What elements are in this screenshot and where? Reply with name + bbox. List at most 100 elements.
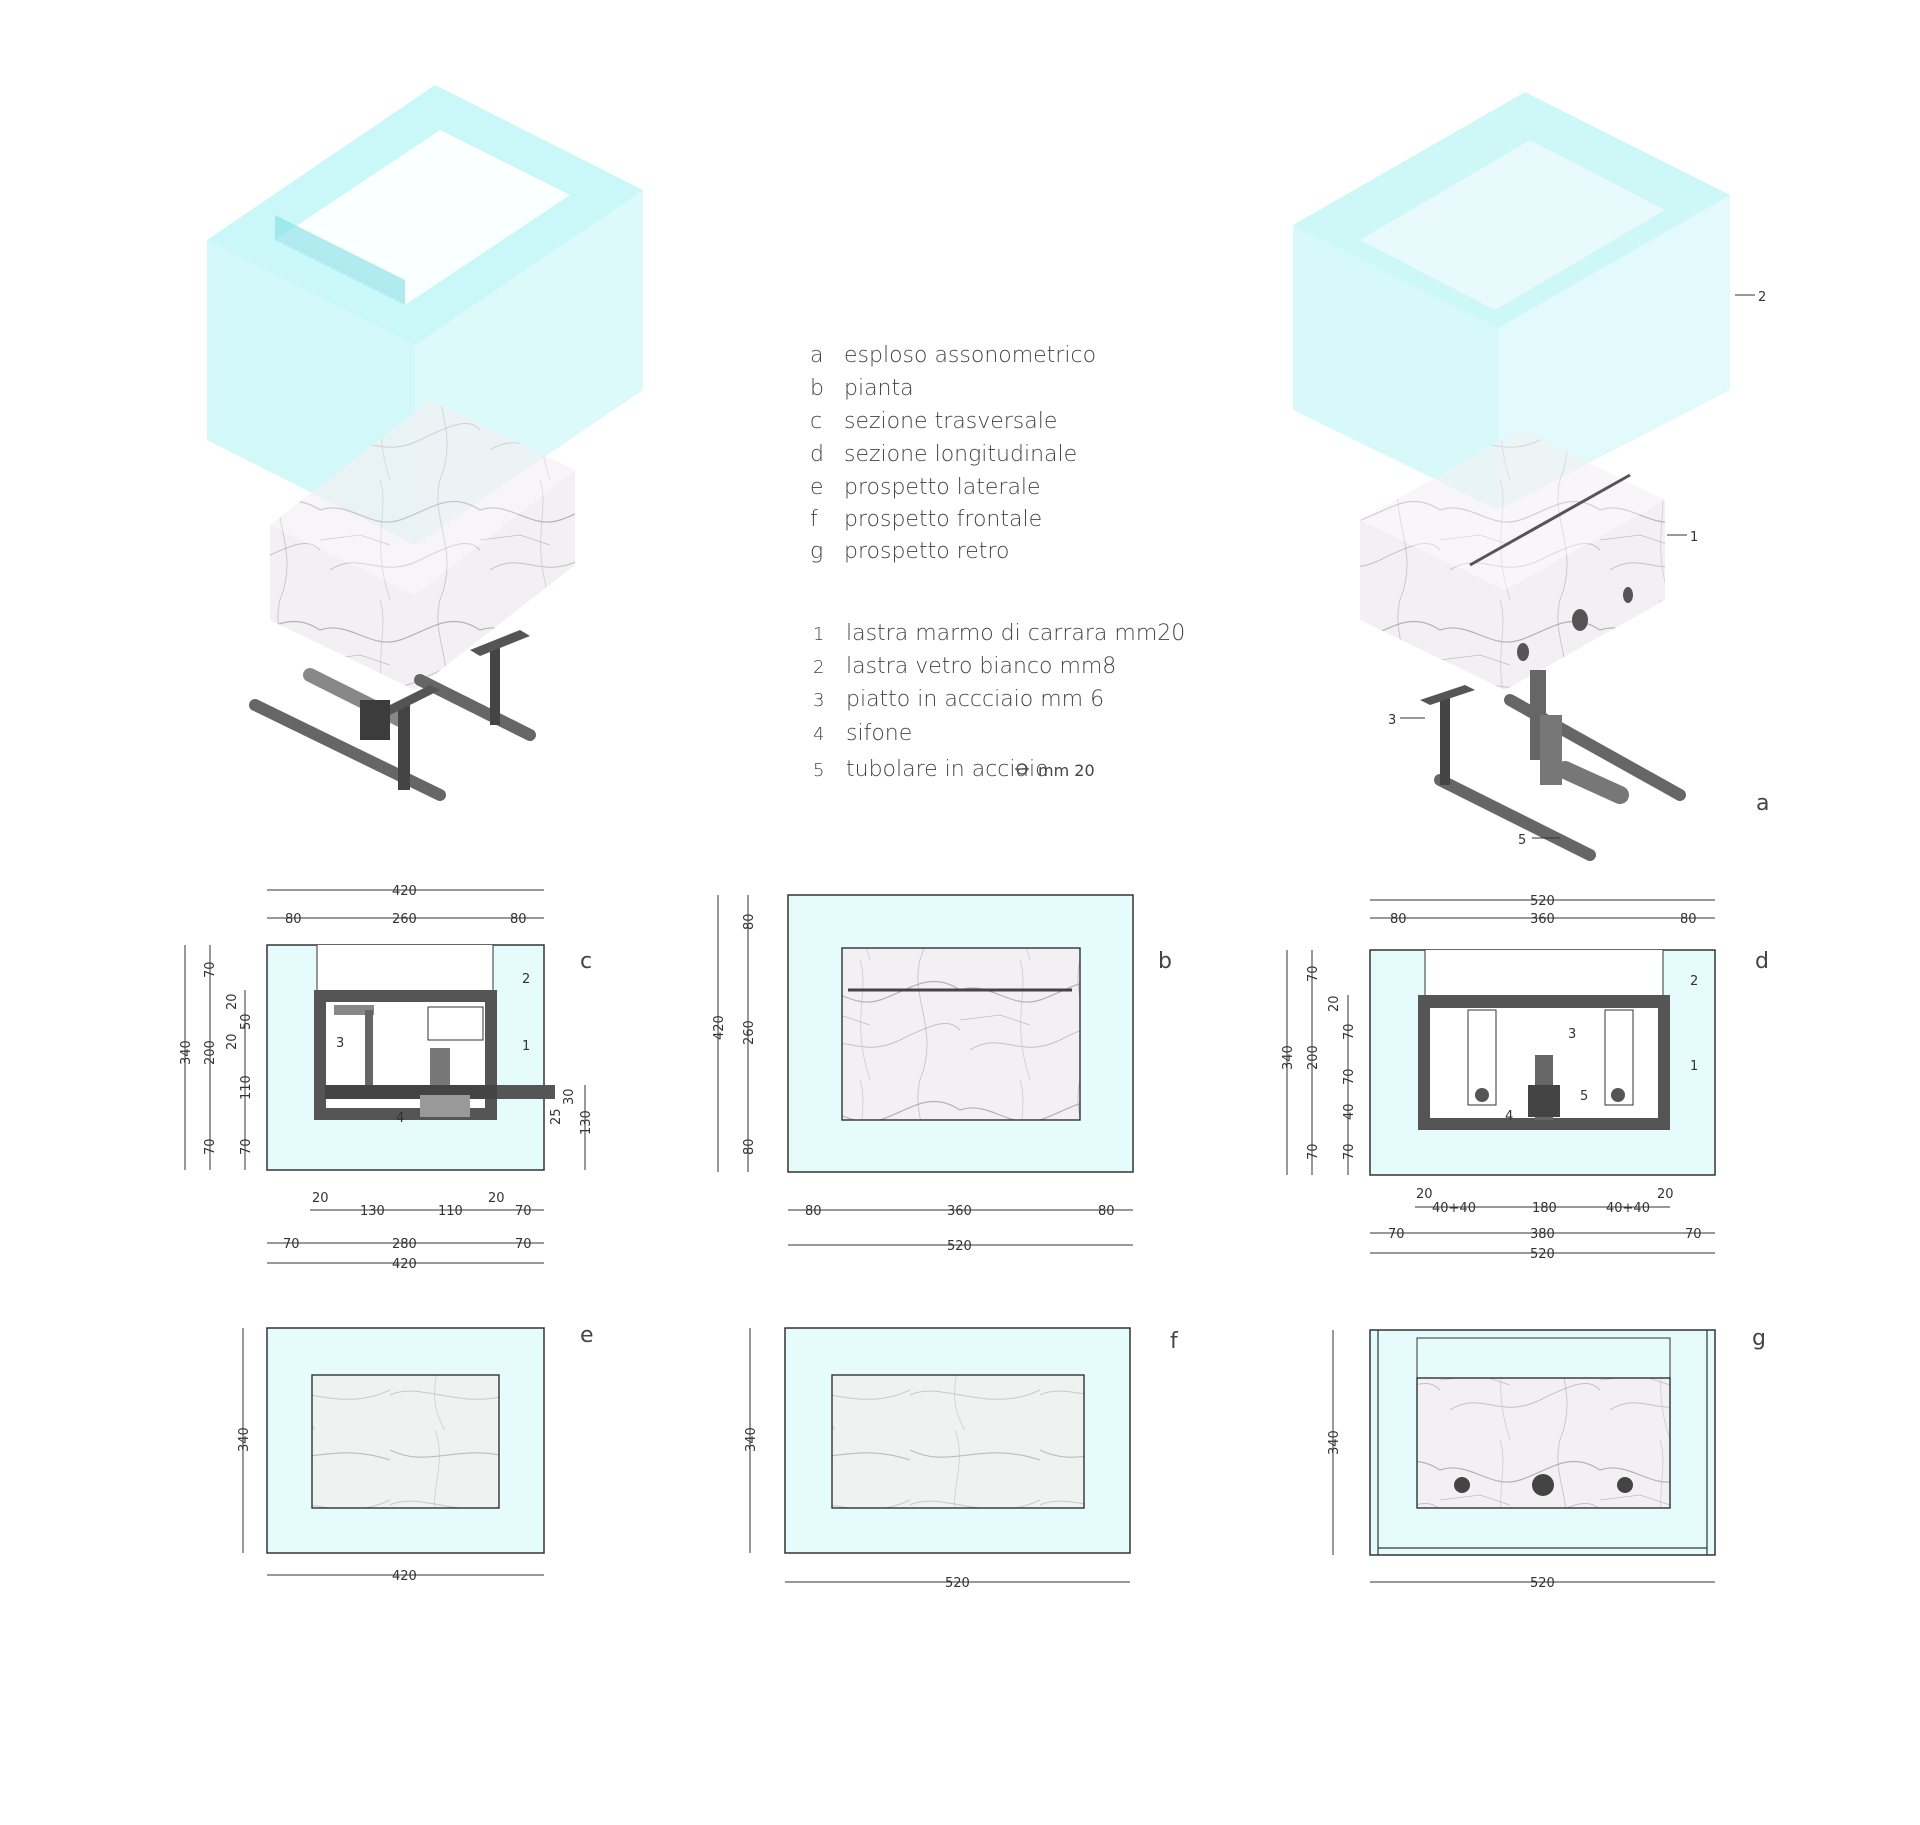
b-bot-mid: 360 (947, 1204, 972, 1219)
c-top-total: 420 (392, 884, 417, 899)
d-inner-b: 70 (1342, 1023, 1357, 1040)
legend-key-1: 1 (813, 624, 824, 645)
callout-2-d: 2 (1690, 974, 1698, 989)
d-bot2-left: 70 (1388, 1227, 1405, 1242)
b-left-total: 420 (712, 1015, 727, 1040)
d-inner-e: 70 (1342, 1143, 1357, 1160)
view-e-side: 340 420 e (237, 1323, 594, 1584)
b-bot-right: 80 (1098, 1204, 1115, 1219)
legend-key-c: c (810, 409, 822, 434)
view-label-g: g (1752, 1326, 1766, 1351)
d-bot-c: 180 (1532, 1201, 1557, 1216)
c-bot-e: 70 (515, 1204, 532, 1219)
legend-key-b: b (810, 376, 824, 401)
axonometric-right: 2 1 3 5 a (1293, 92, 1769, 861)
callout-1-d: 1 (1690, 1059, 1698, 1074)
c-bot2-mid: 280 (392, 1237, 417, 1252)
callout-5-d: 5 (1580, 1089, 1588, 1104)
legend-text-a: esploso assonometrico (844, 343, 1096, 368)
legend-key-g: g (810, 539, 823, 564)
d-left-bot: 70 (1306, 1143, 1321, 1160)
legend-text-5: tubolare in acciaio (846, 757, 1049, 782)
glass-side-right (1498, 195, 1730, 510)
callout-3-c: 3 (336, 1036, 344, 1051)
d-left-mid: 200 (1306, 1045, 1321, 1070)
c-inner-a: 20 (225, 993, 240, 1010)
d-top-left: 80 (1390, 912, 1407, 927)
g-height: 340 (1327, 1430, 1342, 1455)
legend-key-5: 5 (813, 760, 824, 781)
c-top-right: 80 (510, 912, 527, 927)
c-right-a: 25 (549, 1108, 564, 1125)
e-width: 420 (392, 1569, 417, 1584)
d-left-total: 340 (1281, 1045, 1296, 1070)
d-bot-b: 40+40 (1432, 1201, 1476, 1216)
c-bot-c: 110 (438, 1204, 463, 1219)
c-top-left: 80 (285, 912, 302, 927)
legend-key-4: 4 (813, 724, 824, 745)
view-label-e: e (580, 1323, 594, 1348)
view-g-back: 340 520 g (1327, 1326, 1766, 1591)
c-inner-b: 50 (239, 1013, 254, 1030)
view-label-b: b (1158, 949, 1172, 974)
view-f-front: 340 520 f (744, 1327, 1179, 1591)
marble-front-right (1360, 520, 1505, 690)
view-label-f: f (1170, 1329, 1179, 1354)
c-inner-c: 20 (225, 1033, 240, 1050)
callout-3-d: 3 (1568, 1027, 1576, 1042)
callout-2-axo: 2 (1758, 290, 1766, 305)
view-d-section: 520 80 360 80 340 70 200 70 20 70 70 40 … (1281, 894, 1769, 1262)
view-b-plan: 420 80 260 80 80 360 80 520 b (712, 894, 1172, 1254)
c-bot-a: 20 (312, 1191, 329, 1206)
b-bot-left: 80 (805, 1204, 822, 1219)
legend-key-f: f (810, 507, 818, 532)
legend-text-3: piatto in accciaio mm 6 (846, 687, 1104, 712)
callout-3-axo: 3 (1388, 713, 1396, 728)
b-left-top: 80 (742, 913, 757, 930)
legend-key-e: e (810, 475, 824, 500)
b-bot-total: 520 (947, 1239, 972, 1254)
legend-text-f: prospetto frontale (844, 507, 1042, 532)
callout-5-axo: 5 (1518, 833, 1526, 848)
d-bot3-total: 520 (1530, 1247, 1555, 1262)
legend-key-d: d (810, 442, 824, 467)
legend-text-g: prospetto retro (844, 539, 1009, 564)
axonometric-left (207, 85, 643, 801)
callout-1-c: 1 (522, 1039, 530, 1054)
view-label-a: a (1756, 791, 1769, 816)
glass-rim-left (275, 215, 405, 305)
marble-front-left (270, 525, 415, 690)
glass-opening-right (1360, 140, 1665, 310)
d-inner-a: 20 (1327, 995, 1342, 1012)
c-left-top: 70 (203, 961, 218, 978)
c-bot-d: 20 (488, 1191, 505, 1206)
legend-text-1: lastra marmo di carrara mm20 (846, 621, 1185, 646)
c-right-b: 30 (562, 1088, 577, 1105)
legend-text-2: lastra vetro bianco mm8 (846, 654, 1116, 679)
legend-dia-5: mm 20 (1038, 761, 1095, 780)
legend-text-e: prospetto laterale (844, 475, 1041, 500)
callout-4-d: 4 (1505, 1109, 1513, 1124)
d-top-total: 520 (1530, 894, 1555, 909)
marble-top-left (270, 400, 575, 595)
f-height: 340 (744, 1427, 759, 1452)
legend-key-a: a (810, 343, 823, 368)
c-bot2-left: 70 (283, 1237, 300, 1252)
legend-key-2: 2 (813, 657, 824, 678)
e-height: 340 (237, 1427, 252, 1452)
callout-2-c: 2 (522, 972, 530, 987)
c-bot2-right: 70 (515, 1237, 532, 1252)
view-c-section: 420 80 260 80 340 70 200 70 20 50 20 110… (179, 884, 594, 1272)
c-top-mid: 260 (392, 912, 417, 927)
f-width: 520 (945, 1576, 970, 1591)
view-label-c: c (580, 949, 592, 974)
d-bot2-right: 70 (1685, 1227, 1702, 1242)
view-label-d: d (1755, 949, 1769, 974)
c-inner-d: 110 (239, 1075, 254, 1100)
d-inner-c: 70 (1342, 1068, 1357, 1085)
legend-text-b: pianta (844, 376, 914, 401)
legend-text-c: sezione trasversale (844, 409, 1057, 434)
marble-side-left (415, 470, 575, 690)
marble-side-right (1505, 500, 1665, 690)
